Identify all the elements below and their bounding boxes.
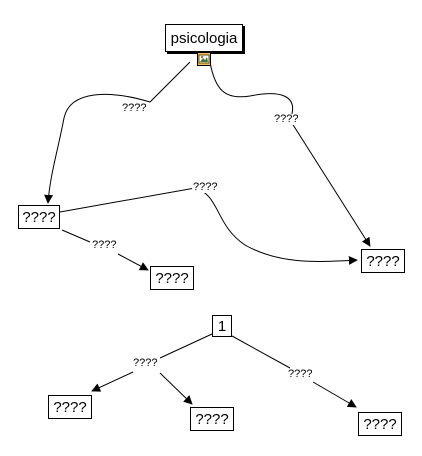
link-label-root-right[interactable]: ???? (273, 113, 300, 125)
link2-root-left-b[interactable] (159, 372, 193, 405)
concept-node-child[interactable]: ???? (150, 266, 194, 290)
link-label2-root-left[interactable]: ???? (132, 357, 159, 369)
link-label-left-right[interactable]: ???? (192, 181, 219, 193)
link-root-right[interactable] (209, 61, 371, 247)
image-attachment-icon[interactable] (197, 52, 211, 66)
link-label-left-child[interactable]: ???? (91, 239, 118, 251)
concept-node-right[interactable]: ???? (361, 249, 405, 273)
concept-node-psicologia[interactable]: psicologia (165, 24, 243, 52)
concept-node-left-b[interactable]: ???? (190, 407, 234, 431)
concept-node-left-a[interactable]: ???? (48, 395, 92, 419)
concept-node-right-b[interactable]: ???? (358, 412, 402, 436)
link-label-root-left[interactable]: ???? (121, 102, 148, 114)
link-root-left[interactable] (44, 61, 191, 204)
concept-node-left[interactable]: ???? (18, 205, 60, 229)
concept-node-1[interactable]: 1 (212, 315, 232, 337)
link-left-child[interactable] (61, 229, 148, 270)
link2-root-right[interactable] (231, 335, 356, 407)
link-label2-root-right[interactable]: ???? (287, 368, 314, 380)
link-left-right[interactable] (59, 187, 358, 265)
link2-root-left[interactable] (92, 333, 213, 391)
